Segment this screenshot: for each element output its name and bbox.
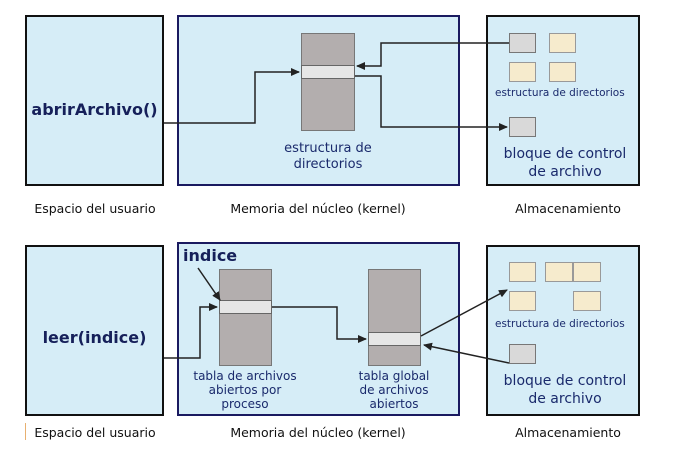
top-user-call: abrirArchivo() xyxy=(31,100,158,119)
per-process-entry xyxy=(219,300,272,314)
bottom-storage-fcb-label: bloque de control de archivo xyxy=(503,373,627,407)
bottom-caption-user-space: Espacio del usuario xyxy=(34,425,156,440)
top-storage-block-3 xyxy=(509,62,536,82)
bottom-storage-block-2 xyxy=(545,262,573,282)
bottom-storage-directory-label: estructura de directorios xyxy=(495,318,625,330)
top-storage-block-2 xyxy=(549,33,576,53)
arrow-index-to-entry xyxy=(197,267,221,301)
bottom-storage-block-1 xyxy=(509,262,536,282)
left-margin-tick xyxy=(25,423,26,440)
bottom-caption-kernel-memory: Memoria del núcleo (kernel) xyxy=(230,425,406,440)
top-file-control-block xyxy=(509,117,536,137)
global-table-label: tabla global de archivos abiertos xyxy=(358,369,430,411)
bottom-storage-block-4 xyxy=(509,291,536,311)
bottom-user-space-panel xyxy=(25,245,164,416)
top-caption-user-space: Espacio del usuario xyxy=(34,201,156,216)
index-label: indice xyxy=(183,246,238,265)
arrow-fcb-to-global xyxy=(423,342,510,364)
arrow-global-to-storage xyxy=(420,289,508,337)
arrow-storage-to-directory xyxy=(356,42,509,70)
top-caption-kernel-memory: Memoria del núcleo (kernel) xyxy=(230,201,406,216)
top-storage-directory-label: estructura de directorios xyxy=(495,87,625,99)
bottom-caption-storage: Almacenamiento xyxy=(515,425,621,440)
arrow-read-to-per-process xyxy=(164,303,218,359)
bottom-user-call: leer(indice) xyxy=(42,328,147,347)
top-directory-entry xyxy=(301,65,355,79)
top-caption-storage: Almacenamiento xyxy=(515,201,621,216)
arrow-per-process-to-global xyxy=(272,306,367,343)
top-user-space-panel xyxy=(25,15,164,186)
bottom-storage-block-3 xyxy=(573,262,601,282)
per-process-table-label: tabla de archivos abiertos por proceso xyxy=(193,369,297,411)
top-storage-block-1 xyxy=(509,33,536,53)
arrow-open-to-directory xyxy=(164,68,300,124)
global-table-entry xyxy=(368,332,421,346)
top-kernel-directory-label: estructura de directorios xyxy=(284,141,372,172)
global-open-file-table xyxy=(368,269,421,366)
per-process-open-file-table xyxy=(219,269,272,366)
top-directory-table xyxy=(301,33,355,131)
top-storage-block-4 xyxy=(549,62,576,82)
bottom-file-control-block xyxy=(509,344,536,364)
top-storage-fcb-label: bloque de control de archivo xyxy=(503,146,627,180)
arrow-directory-to-fcb xyxy=(355,75,508,131)
bottom-storage-block-5 xyxy=(573,291,601,311)
